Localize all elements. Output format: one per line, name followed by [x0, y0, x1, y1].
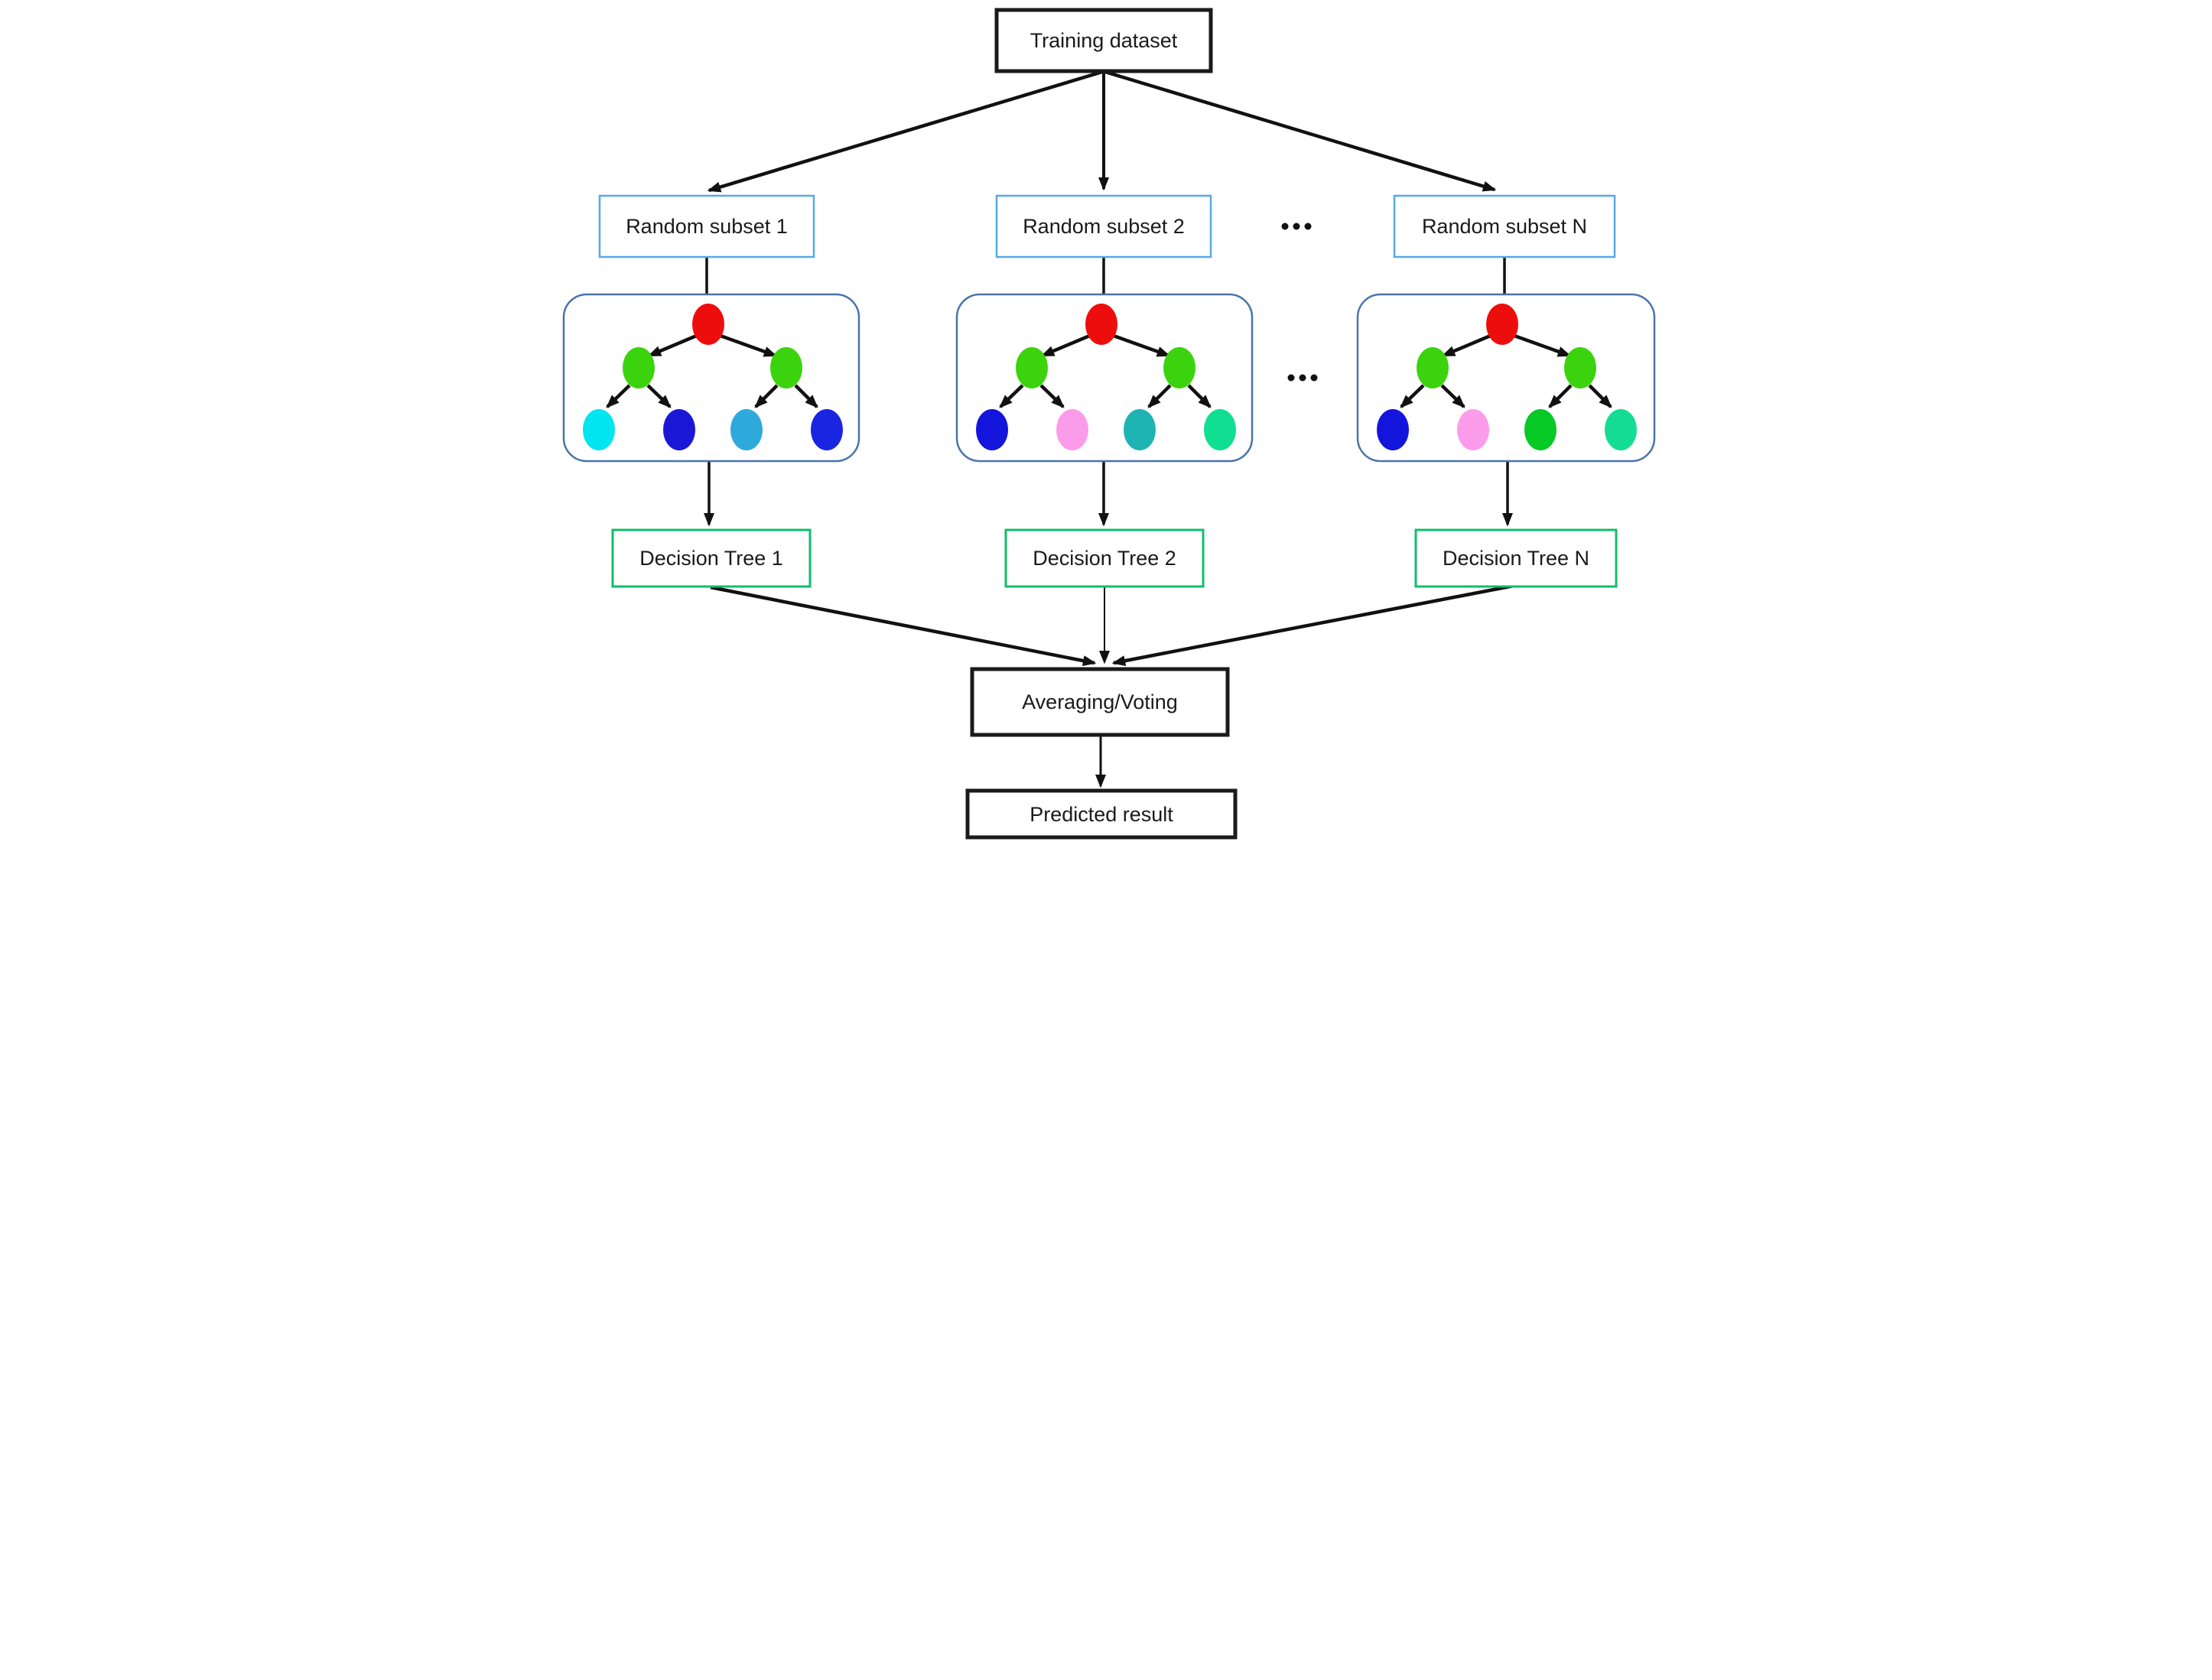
decision-tree-1-rect [611, 528, 812, 588]
training-dataset-box: Training dataset [994, 8, 1213, 73]
random-forest-diagram: Training dataset Random subset 1 Random … [553, 0, 1659, 840]
edge-right-leaf3 [1147, 384, 1172, 408]
ellipsis-dot [1287, 374, 1295, 382]
tree-N-edges [1400, 333, 1612, 408]
tree-2-leaf-node-2 [1056, 409, 1088, 450]
tree-1-leaf-node-4 [811, 409, 843, 450]
decision-tree-N-box: Decision Tree N [1414, 528, 1618, 588]
ellipsis-dot [1310, 374, 1318, 382]
decision-tree-N-label: Decision Tree N [1443, 547, 1589, 570]
edge-root-right [1111, 333, 1171, 358]
edge-left-leaf2 [1039, 384, 1065, 408]
tree-1-root-node [692, 304, 724, 345]
edge-root-right [1511, 333, 1572, 358]
edge-right-leaf3 [1548, 384, 1573, 408]
arrow-decision-N-to-averaging [1111, 583, 1514, 667]
random-subset-N-label: Random subset N [1422, 215, 1587, 238]
edge-left-leaf2 [646, 384, 672, 408]
edge-left-leaf2 [1440, 384, 1465, 408]
edge-root-left [1441, 333, 1493, 358]
tree-1-edges [606, 333, 818, 408]
arrow-training-to-subset-N [1104, 70, 1497, 192]
random-subset-N-box: Random subset N [1393, 194, 1616, 258]
tree-N-leaf-node-2 [1457, 409, 1489, 450]
tree-2-leaf-node-3 [1124, 409, 1156, 450]
tree-panel-N-border [1356, 293, 1656, 463]
edge-left-leaf1 [1400, 384, 1425, 408]
random-subset-1-label: Random subset 1 [626, 215, 788, 238]
tree-N-branch-node-left [1417, 347, 1449, 388]
edge-right-leaf4 [794, 384, 818, 408]
tree-1-leaf-node-3 [730, 409, 763, 450]
training-dataset-rect [994, 8, 1213, 73]
diagram-canvas: Training dataset Random subset 1 Random … [562, 8, 1656, 840]
edge-left-leaf1 [999, 384, 1024, 408]
arrow-decision-1-to-averaging [710, 585, 1097, 666]
ellipsis-dot [1304, 223, 1312, 230]
ellipsis-dot [1293, 223, 1300, 230]
edge-right-leaf3 [754, 384, 779, 408]
decision-tree-1-label: Decision Tree 1 [639, 547, 783, 570]
tree-1-branch-node-left [623, 347, 655, 388]
training-dataset-label: Training dataset [1030, 29, 1178, 52]
ellipsis-tree-row [1287, 374, 1318, 382]
edge-right-leaf4 [1187, 384, 1212, 408]
tree-N-branch-node-right [1564, 347, 1596, 388]
random-subset-1-box: Random subset 1 [598, 194, 815, 258]
random-subset-2-label: Random subset 2 [1023, 215, 1185, 238]
tree-panel-2-border [955, 293, 1254, 463]
decision-tree-2-box: Decision Tree 2 [1004, 528, 1205, 588]
tree-N-leaf-node-3 [1524, 409, 1557, 450]
decision-tree-1-box: Decision Tree 1 [611, 528, 812, 588]
averaging-voting-label: Averaging/Voting [1022, 691, 1178, 713]
connector-arrows [704, 70, 1514, 788]
averaging-voting-box: Averaging/Voting [970, 667, 1230, 737]
tree-panel-1-border [562, 293, 860, 463]
tree-1-leaf-node-2 [663, 409, 695, 450]
random-subset-1-rect [598, 194, 815, 258]
tree-2-leaf-node-4 [1204, 409, 1236, 450]
predicted-result-rect [965, 788, 1238, 840]
ellipsis-subset-row [1281, 223, 1312, 230]
tree-2-branch-node-left [1016, 347, 1048, 388]
edge-root-left [647, 333, 699, 358]
random-subset-2-rect [995, 194, 1212, 258]
tree-N-leaf-node-1 [1377, 409, 1409, 450]
tree-2-edges [999, 333, 1212, 408]
edge-root-right [717, 333, 778, 358]
decision-tree-2-label: Decision Tree 2 [1033, 547, 1176, 570]
tree-N-root-node [1486, 304, 1518, 345]
tree-panel-N [1356, 293, 1656, 463]
decision-tree-2-rect [1004, 528, 1205, 588]
tree-2-root-node [1085, 304, 1117, 345]
random-subset-N-rect [1393, 194, 1616, 258]
edge-right-leaf4 [1588, 384, 1612, 408]
decision-tree-N-rect [1414, 528, 1618, 588]
edge-left-leaf1 [606, 384, 631, 408]
ellipsis-dot [1299, 374, 1306, 382]
tree-panel-1 [562, 293, 860, 463]
tree-1-branch-node-right [770, 347, 802, 388]
arrow-training-to-subset-1 [707, 70, 1103, 193]
predicted-result-box: Predicted result [965, 788, 1238, 840]
tree-N-leaf-node-4 [1605, 409, 1637, 450]
random-subset-2-box: Random subset 2 [995, 194, 1212, 258]
predicted-result-label: Predicted result [1030, 803, 1173, 826]
edge-root-left [1040, 333, 1092, 358]
tree-1-leaf-node-1 [583, 409, 615, 450]
ellipsis-dot [1281, 223, 1289, 230]
tree-panel-2 [955, 293, 1254, 463]
tree-2-leaf-node-1 [976, 409, 1008, 450]
averaging-voting-rect [970, 667, 1230, 737]
tree-2-branch-node-right [1163, 347, 1195, 388]
